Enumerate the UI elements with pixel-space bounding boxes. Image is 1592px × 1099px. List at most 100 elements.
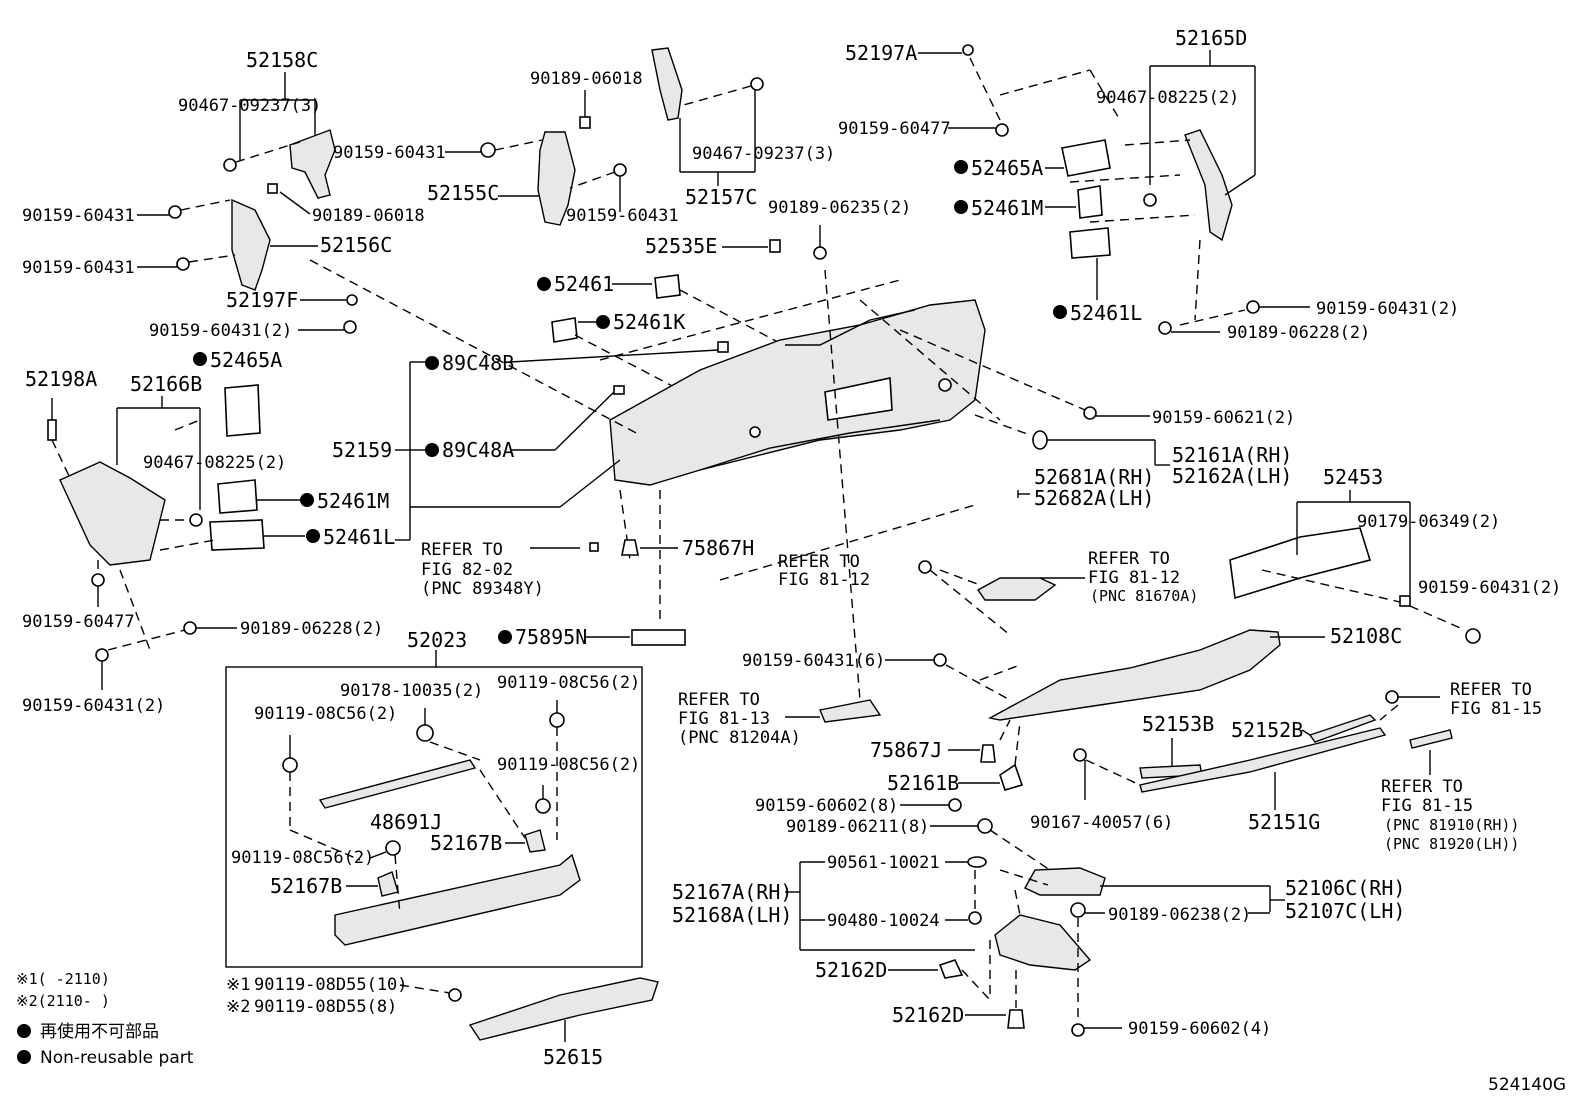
- label-52681A: 52681A(RH): [1034, 465, 1154, 489]
- legend-mark-1: ※1: [226, 975, 250, 995]
- label-90178-10035-2: 90178-10035(2): [340, 681, 483, 701]
- label-52161A: 52161A(RH): [1172, 443, 1292, 467]
- label-89C48A: 89C48A: [442, 438, 514, 462]
- garnish-52166B: [59, 461, 166, 566]
- misc-center-parts: [530, 539, 686, 646]
- side-group-52166B: [47, 384, 305, 690]
- label-90159-60477: 90159-60477: [838, 119, 951, 139]
- bracket-52167B-right: [524, 829, 546, 853]
- label-52106C: 52106C(RH): [1285, 876, 1405, 900]
- cover-connectors: [309, 259, 1031, 701]
- label-52167B: 52167B: [270, 874, 342, 898]
- label-52198A: 52198A: [25, 367, 97, 391]
- label-90119-08C56-2: 90119-08C56(2): [254, 704, 397, 724]
- part-labels: 52158C 90467-09237(3) 90159-60431 90159-…: [22, 26, 1561, 1069]
- retainer-48691J: [318, 759, 477, 809]
- pad-52461: [654, 274, 681, 299]
- plate-75895N: [631, 629, 686, 646]
- label-52461: 52461: [554, 272, 614, 296]
- label-52162D: 52162D: [815, 958, 887, 982]
- label-90189-06228-2: 90189-06228(2): [240, 619, 383, 639]
- bracket-group-52158C: [137, 72, 358, 334]
- refer-fig-81-12-line2: FIG 81-12: [778, 570, 870, 590]
- legend-mark-2: ※2: [226, 997, 250, 1017]
- reinforcement-beam: [334, 853, 581, 946]
- lower-brackets-group: [785, 856, 1285, 1037]
- label-52162D: 52162D: [892, 1003, 964, 1027]
- bumper-cover: [609, 299, 986, 486]
- diagram-id: 524140G: [1488, 1075, 1566, 1095]
- label-90467-09237-3: 90467-09237(3): [178, 96, 321, 116]
- label-52465A: 52465A: [971, 156, 1043, 180]
- label-52159: 52159: [332, 438, 392, 462]
- label-52108C: 52108C: [1330, 624, 1402, 648]
- refer-fig-81-12-line1: REFER TO: [778, 552, 860, 572]
- label-52165D: 52165D: [1175, 26, 1247, 50]
- refer-fig-81-15-line1: REFER TO: [1450, 680, 1532, 700]
- refer-fig-81-15b-line1: REFER TO: [1381, 777, 1463, 797]
- label-90159-60431: 90159-60431: [566, 206, 679, 226]
- label-48691J: 48691J: [370, 810, 442, 834]
- label-90189-06238-2: 90189-06238(2): [1108, 905, 1251, 925]
- refer-fig-81-15b-line2: FIG 81-15: [1381, 796, 1473, 816]
- label-52465A: 52465A: [210, 348, 282, 372]
- label-52682A: 52682A(LH): [1034, 486, 1154, 510]
- bracket-52106C: [1024, 867, 1106, 896]
- clip-75867H: [621, 539, 639, 556]
- label-75895N: 75895N: [515, 625, 587, 649]
- bracket-52156C: [231, 198, 271, 291]
- bracket-52167B-left: [377, 871, 399, 897]
- bracket-52158C: [289, 129, 336, 199]
- pad-52461L: [1069, 227, 1111, 259]
- label-90159-60431-2: 90159-60431(2): [22, 696, 165, 716]
- clips-center-top: [551, 225, 841, 391]
- refer-fig-82-02-line2: FIG 82-02: [421, 560, 513, 580]
- label-52453: 52453: [1323, 465, 1383, 489]
- label-52167A: 52167A(RH): [672, 880, 792, 904]
- label-90119-08C56-2: 90119-08C56(2): [497, 673, 640, 693]
- pad-52461M-left: [217, 479, 258, 514]
- label-52152B: 52152B: [1231, 718, 1303, 742]
- pad-52461L-left: [209, 519, 265, 551]
- legend: ※1( -2110) ※2(2110- ) 再使用不可部品 Non-reusab…: [16, 970, 194, 1068]
- legend-note-1: ※1( -2110): [16, 970, 110, 988]
- side-group-52165D: [918, 44, 1310, 335]
- refer-fig-81-12b-line1: REFER TO: [1088, 549, 1170, 569]
- label-52461L: 52461L: [1070, 301, 1142, 325]
- label-90159-60431: 90159-60431: [22, 206, 135, 226]
- refer-fig-82-02-line3: (PNC 89348Y): [421, 579, 544, 599]
- pad-52461M: [1077, 185, 1103, 219]
- label-52023: 52023: [407, 628, 467, 652]
- label-52157C: 52157C: [685, 185, 757, 209]
- label-90159-60477: 90159-60477: [22, 612, 135, 632]
- plate-52453: [1229, 527, 1372, 600]
- label-90189-06018: 90189-06018: [530, 69, 643, 89]
- label-52168A: 52168A(LH): [672, 903, 792, 927]
- reflector-81910: [1409, 729, 1453, 749]
- label-90467-08225-2: 90467-08225(2): [143, 453, 286, 473]
- label-90189-06018: 90189-06018: [312, 206, 425, 226]
- label-52197F: 52197F: [226, 288, 298, 312]
- label-90189-06235-2: 90189-06235(2): [768, 198, 911, 218]
- label-52461K: 52461K: [613, 310, 685, 334]
- label-75867J: 75867J: [870, 738, 942, 762]
- refer-fig-81-15b-line3: (PNC 81910(RH)): [1384, 816, 1519, 834]
- label-90159-60602-4: 90159-60602(4): [1128, 1019, 1271, 1039]
- label-90167-40057-6: 90167-40057(6): [1030, 813, 1173, 833]
- reinforcement-box-52023: [225, 650, 643, 968]
- bracket-group-52155C: [445, 47, 764, 226]
- undercover-52162D: [994, 914, 1092, 971]
- label-52155C: 52155C: [427, 181, 499, 205]
- label-90159-60431-6: 90159-60431(6): [742, 651, 885, 671]
- legend-note-2: ※2(2110- ): [16, 992, 110, 1010]
- label-52153B: 52153B: [1142, 712, 1214, 736]
- absorber: [468, 977, 659, 1041]
- label-90179-06349-2: 90179-06349(2): [1357, 512, 1500, 532]
- label-52158C: 52158C: [246, 48, 318, 72]
- pad-52465A: [1061, 139, 1111, 177]
- pad-52461K: [551, 317, 578, 343]
- legend-non-reusable-jp: 再使用不可部品: [40, 1021, 159, 1042]
- label-90159-60621-2: 90159-60621(2): [1152, 408, 1295, 428]
- bumper-cover-52159: [609, 299, 986, 486]
- label-90159-60431-2: 90159-60431(2): [1316, 299, 1459, 319]
